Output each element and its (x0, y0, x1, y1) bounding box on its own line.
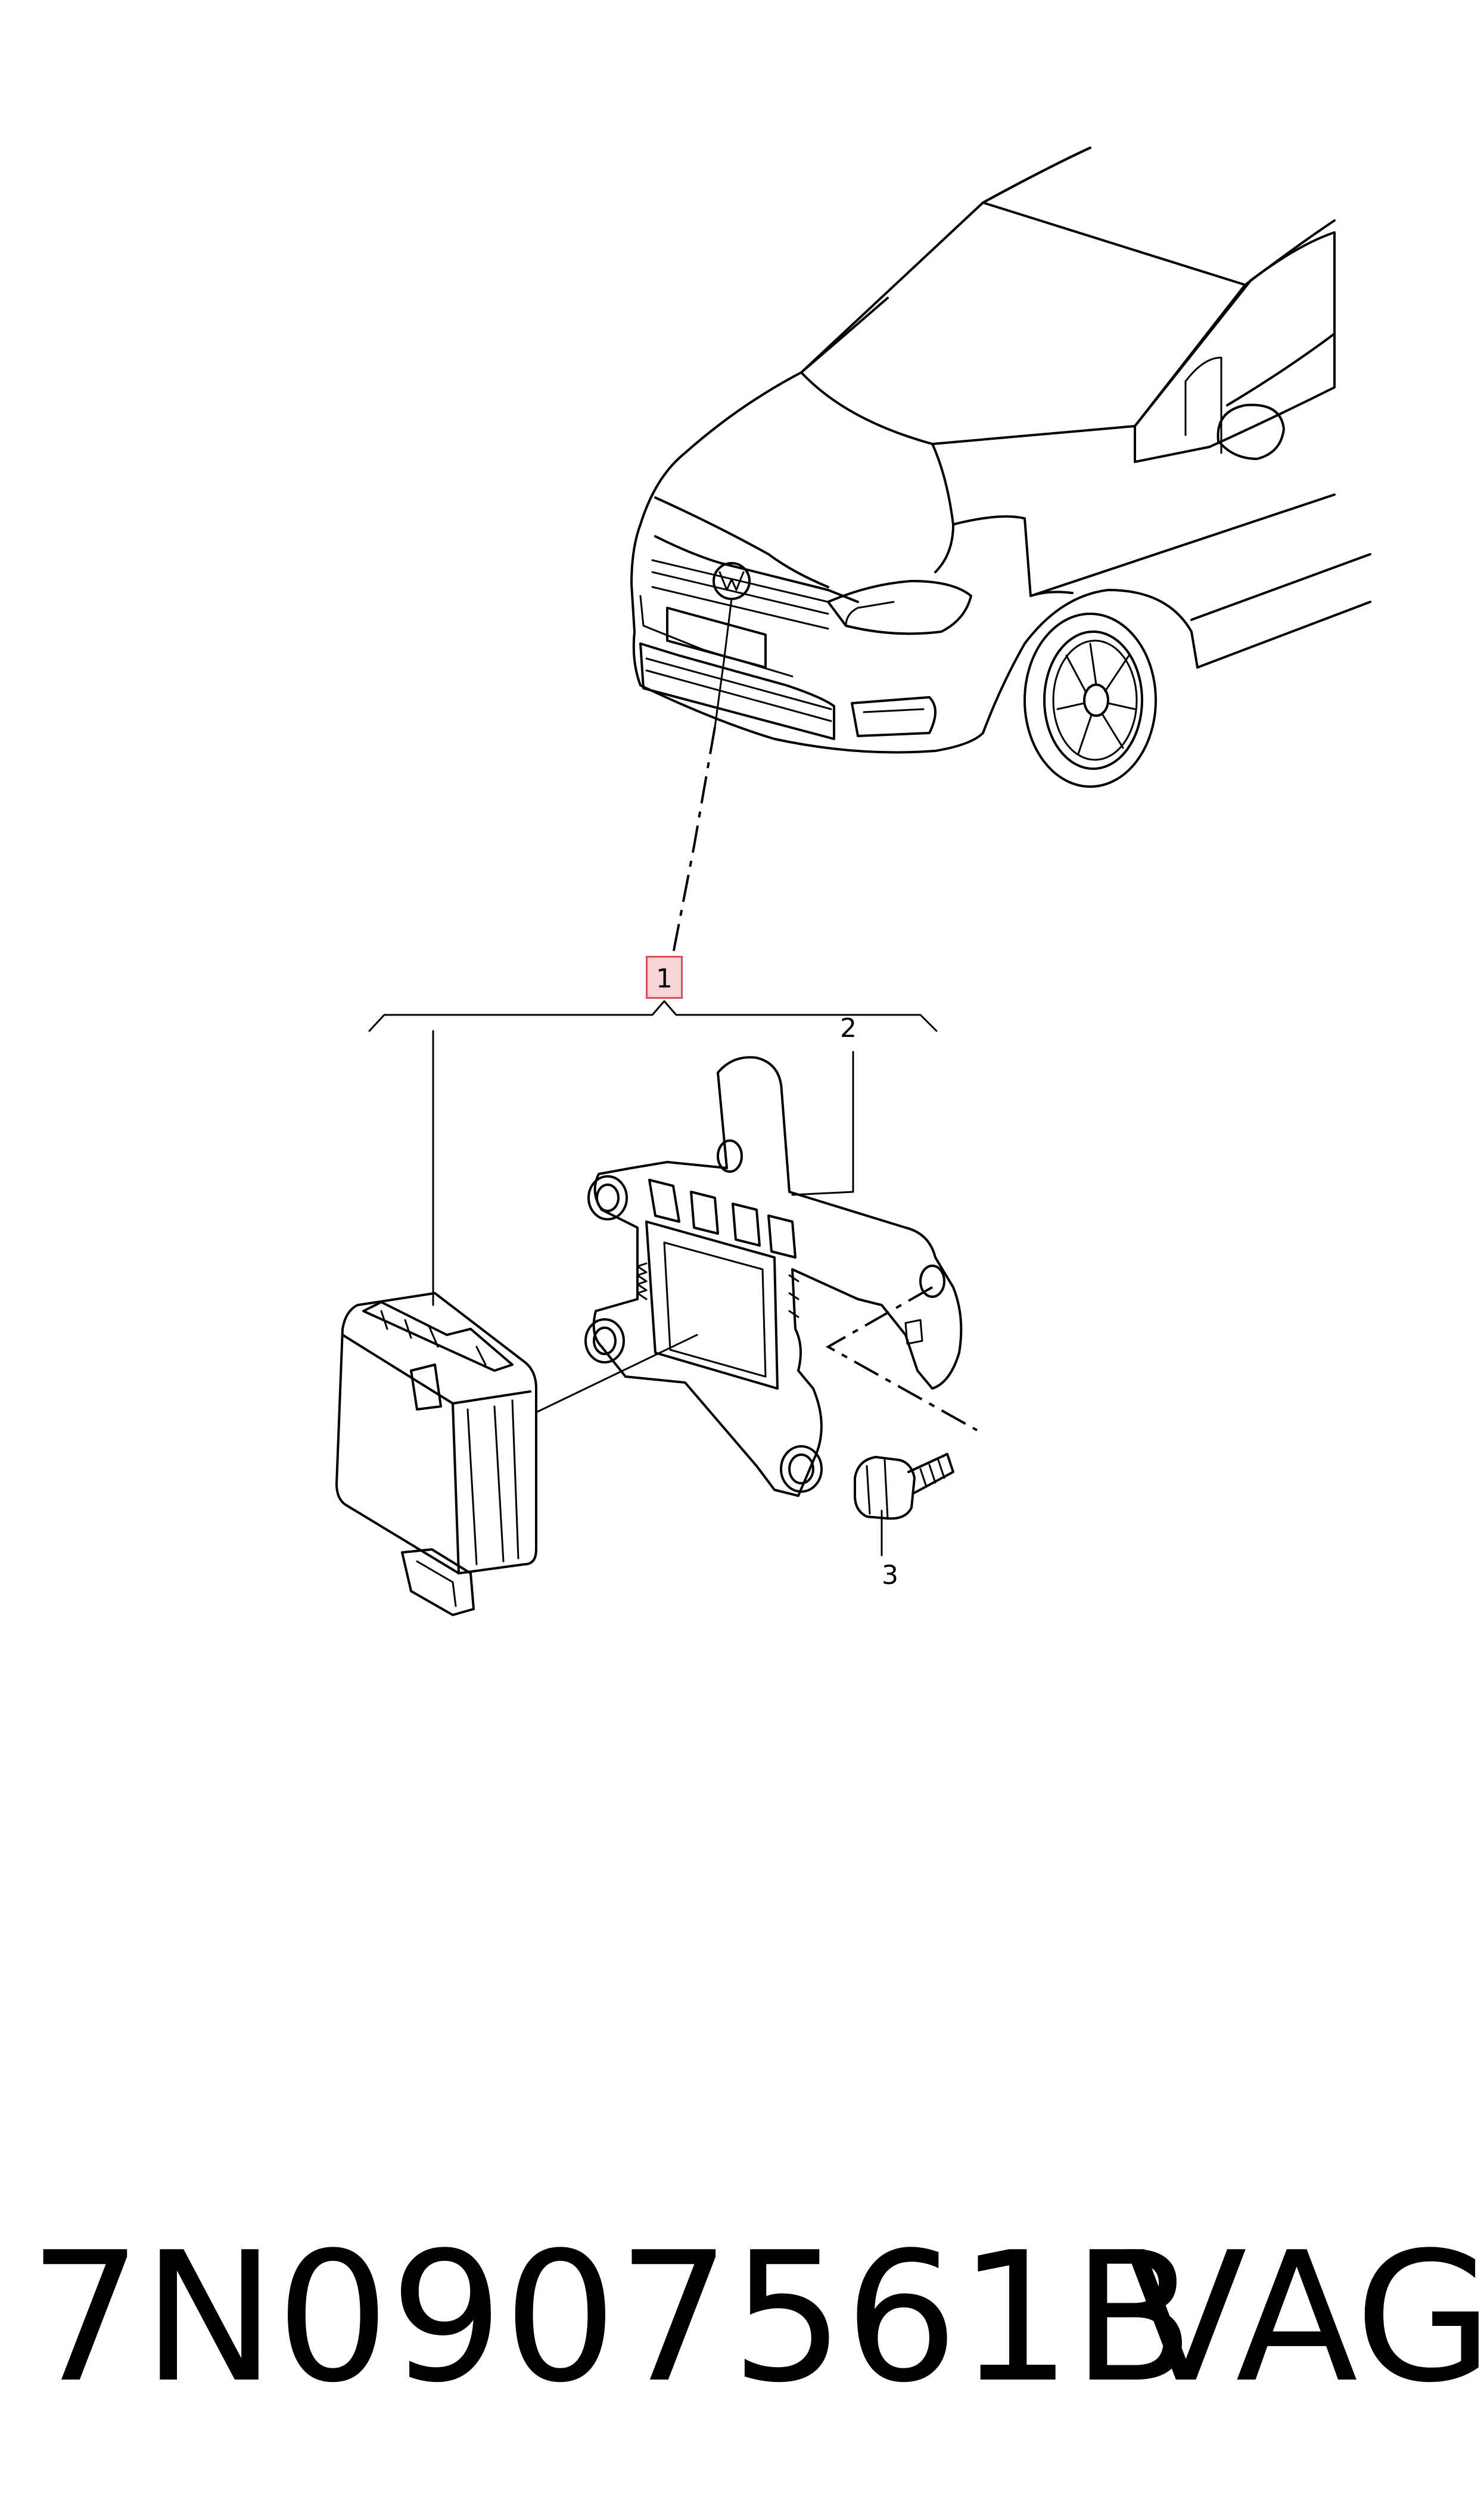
leader-line-dashed (672, 726, 716, 954)
bolt-illustration (854, 1453, 954, 1520)
leader-line-sensor-to-bracket (535, 1334, 698, 1414)
sensor-module-illustration (335, 1292, 537, 1616)
leader-line-bracket (791, 1051, 854, 1196)
callout-3[interactable]: 3 (882, 1560, 898, 1591)
leader-line-bolt-upper (825, 1286, 978, 1431)
leader-line-emblem (714, 598, 733, 728)
callout-2[interactable]: 2 (840, 1013, 857, 1043)
part-number: 7N0907561B (29, 2214, 1195, 2422)
callout-1[interactable]: 1 (646, 956, 683, 999)
assembly-brace (368, 1000, 938, 1032)
brand-label: VAG (1125, 2214, 1484, 2422)
car-illustration (630, 147, 1371, 788)
bracket-illustration (584, 1056, 963, 1497)
